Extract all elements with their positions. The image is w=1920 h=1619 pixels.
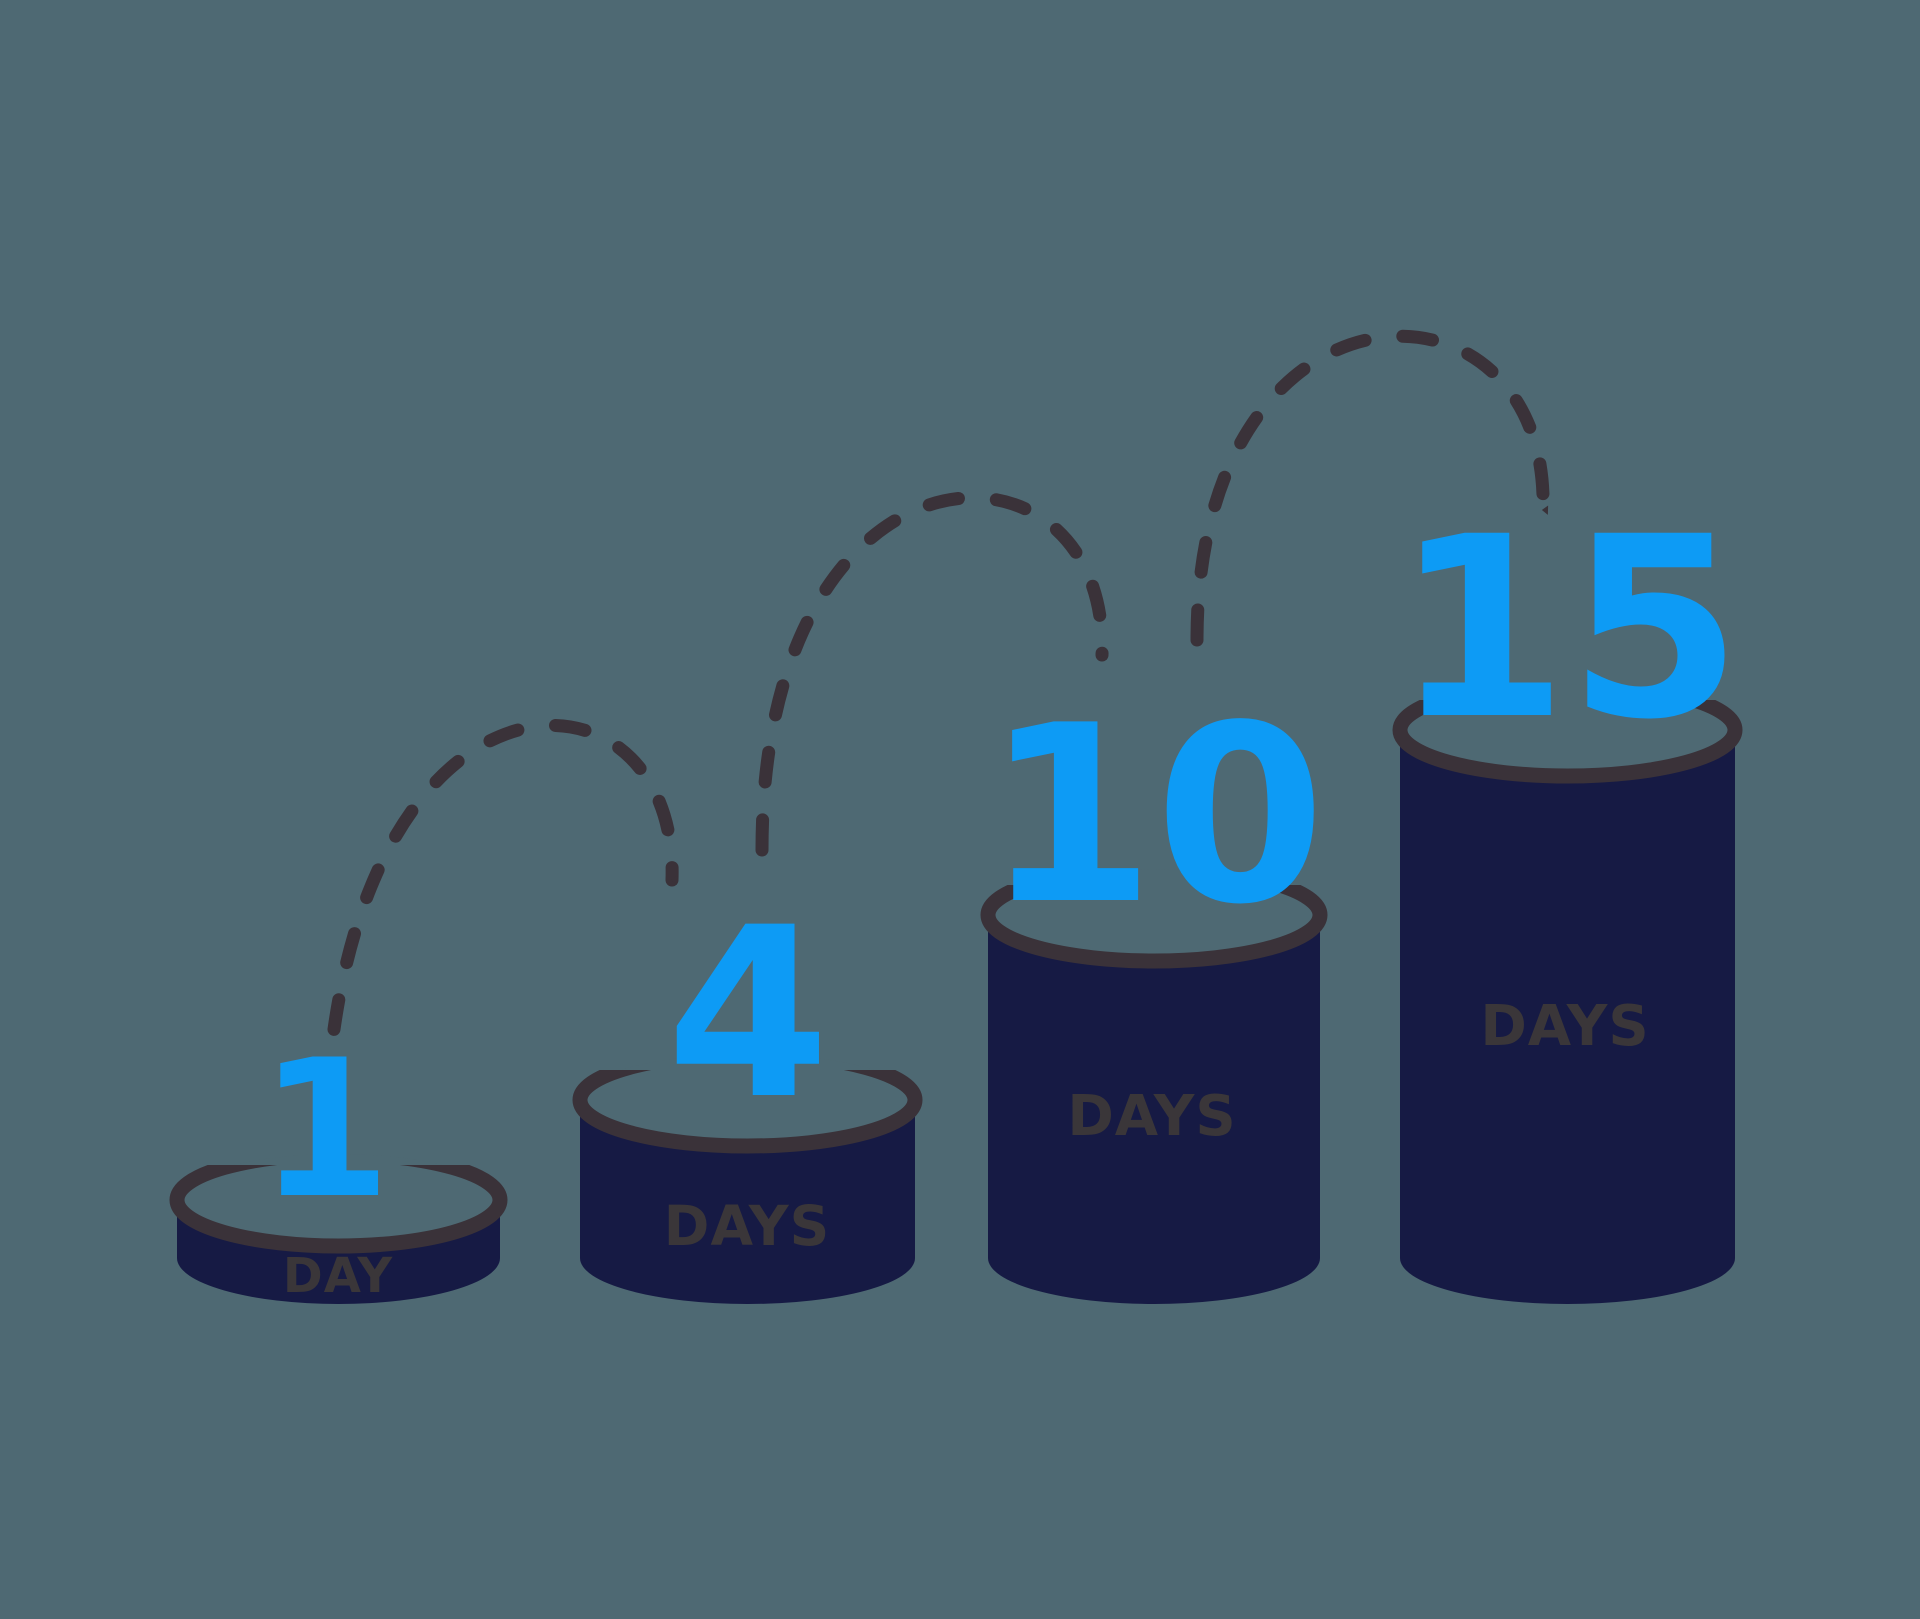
- dashed-arc-1: [318, 719, 679, 1172]
- bar-cylinder-3[interactable]: DAYS: [980, 869, 1328, 1304]
- bar-cylinder-4[interactable]: DAYS: [1392, 684, 1743, 1304]
- cylinder-body-3: [988, 915, 1320, 1304]
- cylinder-body-2: [580, 1100, 915, 1304]
- cylinder-rim-1: [169, 1165, 508, 1254]
- bar-unit-label-1: DAY: [283, 1248, 393, 1304]
- cylinder-rim-2: [572, 1070, 923, 1154]
- cylinder-top-face-3: [988, 869, 1320, 961]
- bar-cylinder-2[interactable]: DAYS: [572, 1054, 923, 1304]
- cylinder-body-4: [1400, 730, 1735, 1304]
- bar-value-2: 4: [666, 878, 830, 1151]
- cylinder-rim-4: [1392, 700, 1743, 784]
- connector-arc-1: [318, 719, 679, 1172]
- bar-unit-label-2: DAYS: [664, 1194, 830, 1258]
- bar-value-4: 15: [1394, 483, 1742, 774]
- dashed-arc-3: [1190, 329, 1550, 647]
- bar-value-3: 10: [985, 673, 1326, 958]
- dashed-arc-2: [755, 491, 1109, 857]
- bar-cylinder-1[interactable]: DAY: [169, 1154, 508, 1304]
- connector-arc-2: [755, 491, 1109, 857]
- bar-unit-label-4: DAYS: [1480, 994, 1649, 1059]
- cylinder-top-face-1: [177, 1154, 500, 1246]
- connector-arc-3: [1190, 329, 1550, 647]
- bar-unit-label-3: DAYS: [1067, 1084, 1236, 1149]
- bar-value-1: 1: [259, 1019, 391, 1240]
- cylinder-top-face-4: [1400, 684, 1735, 776]
- cylinder-rim-3: [980, 885, 1328, 969]
- cylinder-top-face-2: [580, 1054, 915, 1146]
